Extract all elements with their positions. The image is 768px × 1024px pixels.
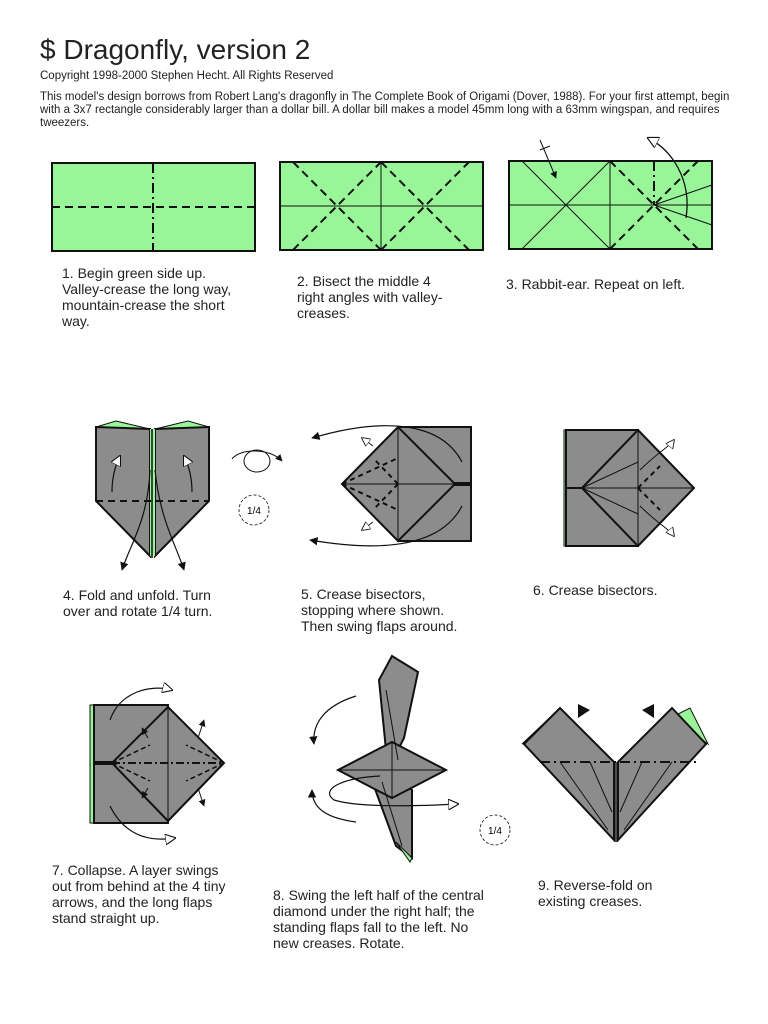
rotate-label-1: 1/4 (247, 506, 261, 517)
step-8-diagram: 1/4 (307, 654, 511, 863)
push-arrow-left (578, 704, 590, 718)
step-6-caption: 6. Crease bisectors. (533, 582, 658, 598)
page-title: $ Dragonfly, version 2 (40, 34, 311, 65)
rotate-quarter-icon-2: 1/4 (479, 814, 511, 846)
step-5-diagram (309, 425, 472, 547)
step-3-diagram (508, 138, 713, 250)
step-6-diagram (563, 428, 696, 548)
step-3-caption: 3. Rabbit-ear. Repeat on left. (506, 276, 685, 292)
step-2-diagram (279, 161, 484, 251)
step-8-caption: 8. Swing the left half of the central di… (273, 887, 484, 951)
step-2-caption: 2. Bisect the middle 4 right angles with… (297, 273, 443, 321)
rotate-quarter-icon-1: 1/4 (238, 494, 270, 526)
turn-over-icon (231, 449, 283, 473)
intro-paragraph: This model's design borrows from Robert … (40, 91, 730, 129)
copyright-notice: Copyright 1998-2000 Stephen Hecht. All R… (40, 70, 334, 82)
push-arrow-right (642, 704, 654, 718)
step-1-diagram (51, 162, 256, 252)
step-9-diagram (521, 704, 710, 843)
step-1-caption: 1. Begin green side up. Valley-crease th… (62, 265, 232, 329)
step-7-diagram (89, 688, 226, 839)
step-4-caption: 4. Fold and unfold. Turn over and rotate… (63, 587, 213, 619)
rotate-label-2: 1/4 (488, 826, 502, 837)
step-5-caption: 5. Crease bisectors, stopping where show… (301, 586, 458, 634)
step-4-diagram: 1/4 (95, 420, 283, 571)
step-9-caption: 9. Reverse-fold on existing creases. (538, 877, 653, 909)
step-7-caption: 7. Collapse. A layer swings out from beh… (52, 862, 226, 926)
